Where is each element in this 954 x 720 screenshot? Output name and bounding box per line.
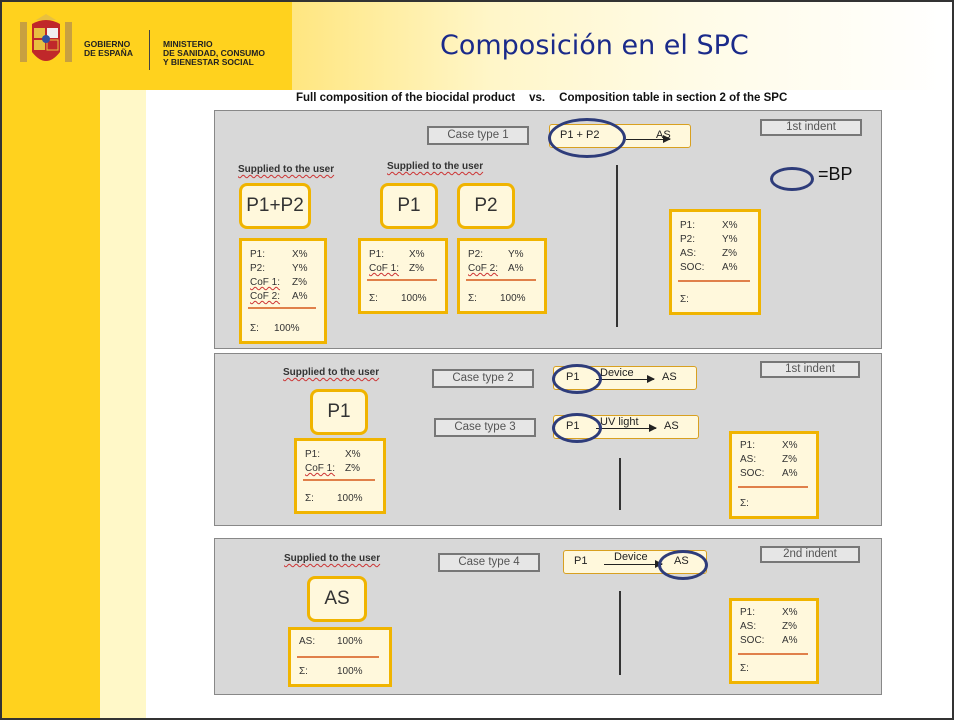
legend-label: =BP (818, 164, 853, 184)
spc-table: P1:X% P2:Y% AS:Z% SOC:A% Σ: (669, 209, 761, 315)
case-type-4-label: Case type 4 (438, 553, 540, 572)
bp-ellipse-4 (658, 550, 708, 580)
case-type-2-label: Case type 2 (432, 369, 534, 388)
product-box: P1 (380, 183, 438, 229)
indent-label-3: 2nd indent (760, 546, 860, 563)
spc-table: P1:X% AS:Z% SOC:A% Σ: (729, 598, 819, 684)
case-type-3-label: Case type 3 (434, 418, 536, 437)
divider-line (616, 165, 618, 327)
bp-ellipse-1 (548, 118, 626, 158)
divider-line (619, 591, 621, 675)
divider-line (619, 458, 621, 510)
header-separator (149, 30, 150, 70)
composition-table: AS:100% Σ:100% (288, 627, 392, 687)
indent-label-1: 1st indent (760, 119, 862, 136)
indent-label-2: 1st indent (760, 361, 860, 378)
legend-ellipse-icon (770, 167, 814, 191)
product-box: P1 (310, 389, 368, 435)
spc-table: P1:X% AS:Z% SOC:A% Σ: (729, 431, 819, 519)
slide-title: Composición en el SPC (440, 30, 749, 61)
left-yellow-bar (2, 2, 100, 718)
coat-of-arms-icon (20, 14, 72, 62)
header-fade (292, 2, 952, 90)
supplied-label: Supplied to the user (283, 367, 380, 378)
supplied-label: Supplied to the user (284, 553, 381, 564)
left-pale-bar (100, 90, 146, 718)
comparison-heading: Full composition of the biocidal product… (296, 92, 788, 104)
case-type-1-label: Case type 1 (427, 126, 529, 145)
composition-table: P1:X% CoF 1:Z% Σ:100% (294, 438, 386, 514)
composition-table: P1:X% P2:Y% CoF 1:Z% CoF 2:A% Σ:100% (239, 238, 327, 344)
product-box: AS (307, 576, 367, 622)
product-box: P1+P2 (239, 183, 311, 229)
product-box: P2 (457, 183, 515, 229)
bp-ellipse-2 (552, 364, 602, 394)
supplied-label: Supplied to the user (238, 164, 335, 175)
composition-table: P1:X% CoF 1:Z% Σ:100% (358, 238, 448, 314)
supplied-label: Supplied to the user (387, 161, 484, 172)
composition-table: P2:Y% CoF 2:A% Σ:100% (457, 238, 547, 314)
bp-ellipse-3 (552, 413, 602, 443)
